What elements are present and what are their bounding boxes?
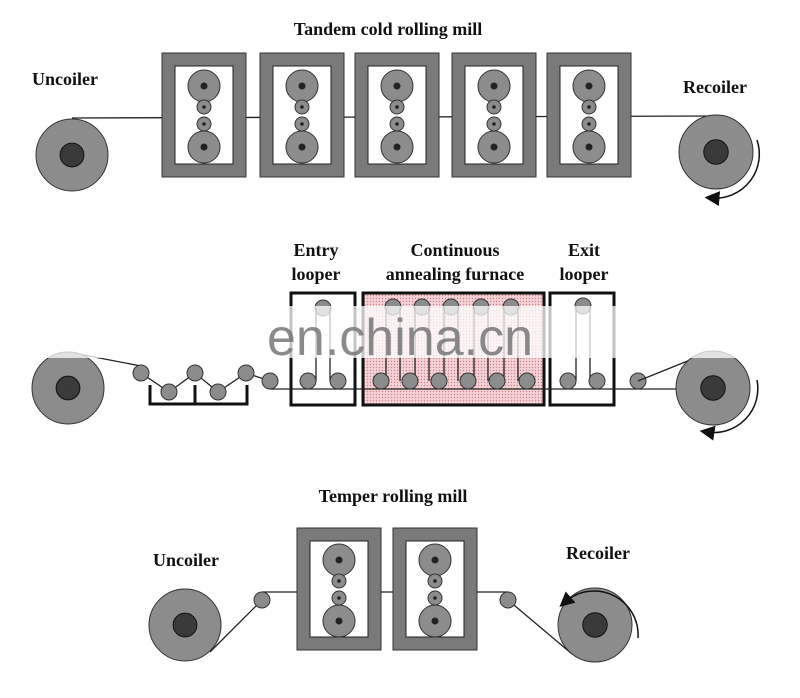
roll-axle bbox=[300, 122, 304, 126]
roll-axle bbox=[587, 122, 591, 126]
roll-axle bbox=[431, 617, 439, 625]
roll-axle bbox=[585, 143, 593, 151]
recoiler-coil-core bbox=[703, 139, 729, 165]
temper-mill-title: Temper rolling mill bbox=[319, 486, 468, 506]
guide-roll bbox=[261, 372, 279, 390]
guide-roll bbox=[588, 372, 606, 390]
watermark-band bbox=[0, 306, 800, 358]
guide-roll bbox=[372, 372, 390, 390]
furnace-label-2: annealing furnace bbox=[386, 264, 525, 284]
rotation-arrow-icon bbox=[699, 379, 759, 441]
roll-axle bbox=[492, 122, 496, 126]
rotation-arrow-icon bbox=[559, 590, 639, 639]
entry-looper-label-1: Entry bbox=[294, 240, 339, 260]
guide-roll bbox=[559, 372, 577, 390]
roll-axle bbox=[202, 105, 206, 109]
watermark: en.china.cn bbox=[267, 309, 533, 367]
temper-uncoiler-coil-core bbox=[172, 612, 198, 638]
guide-roll bbox=[299, 372, 317, 390]
guide-roll bbox=[499, 591, 517, 609]
guide-roll bbox=[132, 364, 150, 382]
guide-roll bbox=[488, 372, 506, 390]
roll-axle bbox=[300, 105, 304, 109]
roll-axle bbox=[337, 579, 341, 583]
furnace-label-1: Continuous bbox=[410, 240, 499, 260]
guide-roll bbox=[186, 364, 204, 382]
guide-roll bbox=[459, 372, 477, 390]
rotation-arrow-icon bbox=[704, 139, 761, 207]
tandem-uncoiler-label: Uncoiler bbox=[32, 69, 98, 89]
annealing-recoiler-coil-core bbox=[700, 375, 726, 401]
tandem-recoiler-label: Recoiler bbox=[683, 77, 747, 97]
roll-axle bbox=[337, 596, 341, 600]
roll-axle bbox=[490, 143, 498, 151]
guide-roll bbox=[253, 591, 271, 609]
roll-axle bbox=[490, 82, 498, 90]
temper-recoiler-coil-core bbox=[582, 612, 608, 638]
roll-axle bbox=[298, 82, 306, 90]
roll-axle bbox=[585, 82, 593, 90]
roll-axle bbox=[587, 105, 591, 109]
roll-axle bbox=[395, 122, 399, 126]
roll-axle bbox=[431, 556, 439, 564]
roll-axle bbox=[202, 122, 206, 126]
tandem-mill-title: Tandem cold rolling mill bbox=[294, 19, 483, 39]
roll-axle bbox=[298, 143, 306, 151]
annealing-uncoiler-coil-core bbox=[55, 375, 81, 401]
roll-axle bbox=[335, 556, 343, 564]
strip-line bbox=[209, 599, 263, 653]
guide-roll bbox=[401, 372, 419, 390]
bridle-bracket bbox=[148, 385, 249, 406]
roll-axle bbox=[395, 105, 399, 109]
roll-axle bbox=[335, 617, 343, 625]
guide-roll bbox=[160, 383, 178, 401]
roll-axle bbox=[393, 82, 401, 90]
temper-uncoiler-label: Uncoiler bbox=[153, 550, 219, 570]
guide-roll bbox=[329, 372, 347, 390]
temper-recoiler-label: Recoiler bbox=[566, 543, 630, 563]
guide-roll bbox=[430, 372, 448, 390]
entry-looper-label-2: looper bbox=[292, 264, 341, 284]
guide-roll bbox=[209, 383, 227, 401]
roll-axle bbox=[200, 143, 208, 151]
guide-roll bbox=[518, 372, 536, 390]
guide-roll bbox=[237, 364, 255, 382]
roll-axle bbox=[433, 579, 437, 583]
strip-line bbox=[507, 599, 573, 655]
uncoiler-coil-core bbox=[59, 142, 85, 168]
roll-axle bbox=[200, 82, 208, 90]
exit-looper-label-1: Exit bbox=[568, 240, 600, 260]
roll-axle bbox=[393, 143, 401, 151]
roll-axle bbox=[433, 596, 437, 600]
exit-looper-label-2: looper bbox=[560, 264, 609, 284]
roll-axle bbox=[492, 105, 496, 109]
